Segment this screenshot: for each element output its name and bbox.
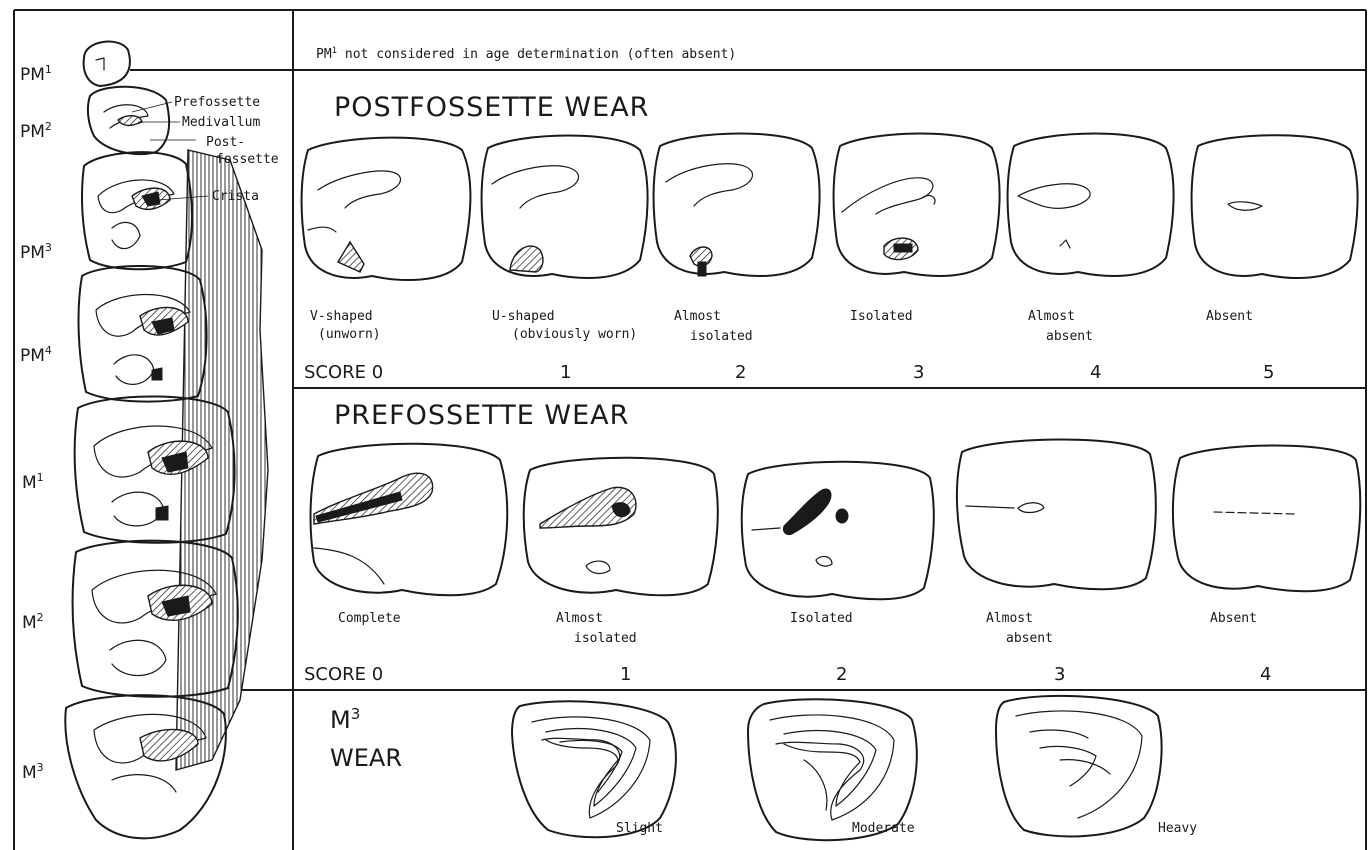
- postfossette-tooth-3: [834, 134, 1000, 277]
- tooth-label-pm2: PM2: [20, 120, 52, 142]
- pre-score-3: 3: [1054, 664, 1065, 685]
- callout-medivallum: Medivallum: [182, 115, 260, 130]
- tooth-label-pm4: PM4: [20, 344, 52, 366]
- postfossette-scores: SCORE 0 1 2 3 4 5: [304, 362, 1274, 383]
- prefossette-tooth-2: [742, 462, 934, 600]
- post-stage-1-line1: U-shaped: [492, 309, 555, 324]
- post-stage-4-line1: Almost: [1028, 309, 1075, 324]
- postfossette-tooth-4: [1008, 134, 1174, 277]
- callout-crista: Crista: [212, 189, 259, 204]
- post-score-4: 4: [1090, 362, 1101, 383]
- prefossette-stage-labels: Complete Almost isolated Isolated Almost…: [338, 611, 1257, 646]
- callout-prefossette: Prefossette: [174, 95, 260, 110]
- post-score-2: 2: [735, 362, 746, 383]
- tooth-label-m2: M2: [22, 611, 44, 633]
- prefossette-title: PREFOSSETTE WEAR: [334, 400, 629, 431]
- post-stage-0-line1: V-shaped: [310, 309, 373, 324]
- tooth-label-m1: M1: [22, 471, 44, 493]
- m3-tooth-moderate: [748, 699, 917, 840]
- postfossette-tooth-1: [482, 136, 648, 279]
- tooth-label-pm1: PM1: [20, 63, 52, 85]
- pre-stage-3-line2: absent: [1006, 631, 1053, 646]
- m3-tooth-heavy: [996, 696, 1162, 837]
- post-score-label: SCORE 0: [304, 362, 383, 383]
- pre-stage-4-line1: Absent: [1210, 611, 1257, 626]
- postfossette-tooth-5: [1192, 135, 1358, 278]
- pre-stage-0-line1: Complete: [338, 611, 401, 626]
- m3-stage-heavy: Heavy: [1158, 821, 1197, 836]
- callout-postfossette-2: fossette: [216, 152, 279, 167]
- pre-score-4: 4: [1260, 664, 1271, 685]
- prefossette-scores: SCORE 0 1 2 3 4: [304, 664, 1271, 685]
- post-stage-4-line2: absent: [1046, 329, 1093, 344]
- m3-stage-slight: Slight: [616, 821, 663, 836]
- post-stage-5-line1: Absent: [1206, 309, 1253, 324]
- prefossette-tooth-1: [524, 458, 718, 596]
- postfossette-tooth-2: [654, 134, 820, 277]
- postfossette-stage-labels: V-shaped (unworn) U-shaped (obviously wo…: [310, 309, 1253, 344]
- pre-stage-1-line2: isolated: [574, 631, 637, 646]
- m3-title-line1: M3: [330, 705, 360, 734]
- m3-title-line2: WEAR: [330, 744, 402, 772]
- post-stage-1-line2: (obviously worn): [512, 327, 637, 342]
- pm1-outline: [84, 42, 130, 86]
- post-stage-2-line2: isolated: [690, 329, 753, 344]
- prefossette-tooth-4: [1173, 446, 1360, 592]
- pm1-note: PM1 not considered in age determination …: [316, 46, 736, 62]
- tooth-label-pm3: PM3: [20, 241, 52, 263]
- m3-stage-moderate: Moderate: [852, 821, 915, 836]
- tooth-label-m3: M3: [22, 761, 44, 783]
- callout-postfossette-1: Post-: [206, 135, 245, 150]
- pre-stage-2-line1: Isolated: [790, 611, 853, 626]
- post-score-1: 1: [560, 362, 571, 383]
- m3-tooth-slight: [512, 701, 676, 837]
- post-stage-3-line1: Isolated: [850, 309, 913, 324]
- pre-stage-3-line1: Almost: [986, 611, 1033, 626]
- post-stage-2-line1: Almost: [674, 309, 721, 324]
- post-score-5: 5: [1263, 362, 1274, 383]
- pre-score-1: 1: [620, 664, 631, 685]
- postfossette-tooth-0: [302, 138, 471, 280]
- post-score-3: 3: [913, 362, 924, 383]
- pm3-outline: [82, 152, 192, 269]
- pre-stage-1-line1: Almost: [556, 611, 603, 626]
- prefossette-tooth-0: [311, 444, 508, 596]
- m3-stage-labels: Slight Moderate Heavy: [616, 821, 1197, 836]
- tooth-labels: PM1 PM2 PM3 PM4 M1 M2 M3: [20, 63, 52, 783]
- pre-score-label: SCORE 0: [304, 664, 383, 685]
- postfossette-title: POSTFOSSETTE WEAR: [334, 92, 649, 123]
- post-stage-0-line2: (unworn): [318, 327, 381, 342]
- prefossette-tooth-3: [957, 440, 1156, 590]
- pre-score-2: 2: [836, 664, 847, 685]
